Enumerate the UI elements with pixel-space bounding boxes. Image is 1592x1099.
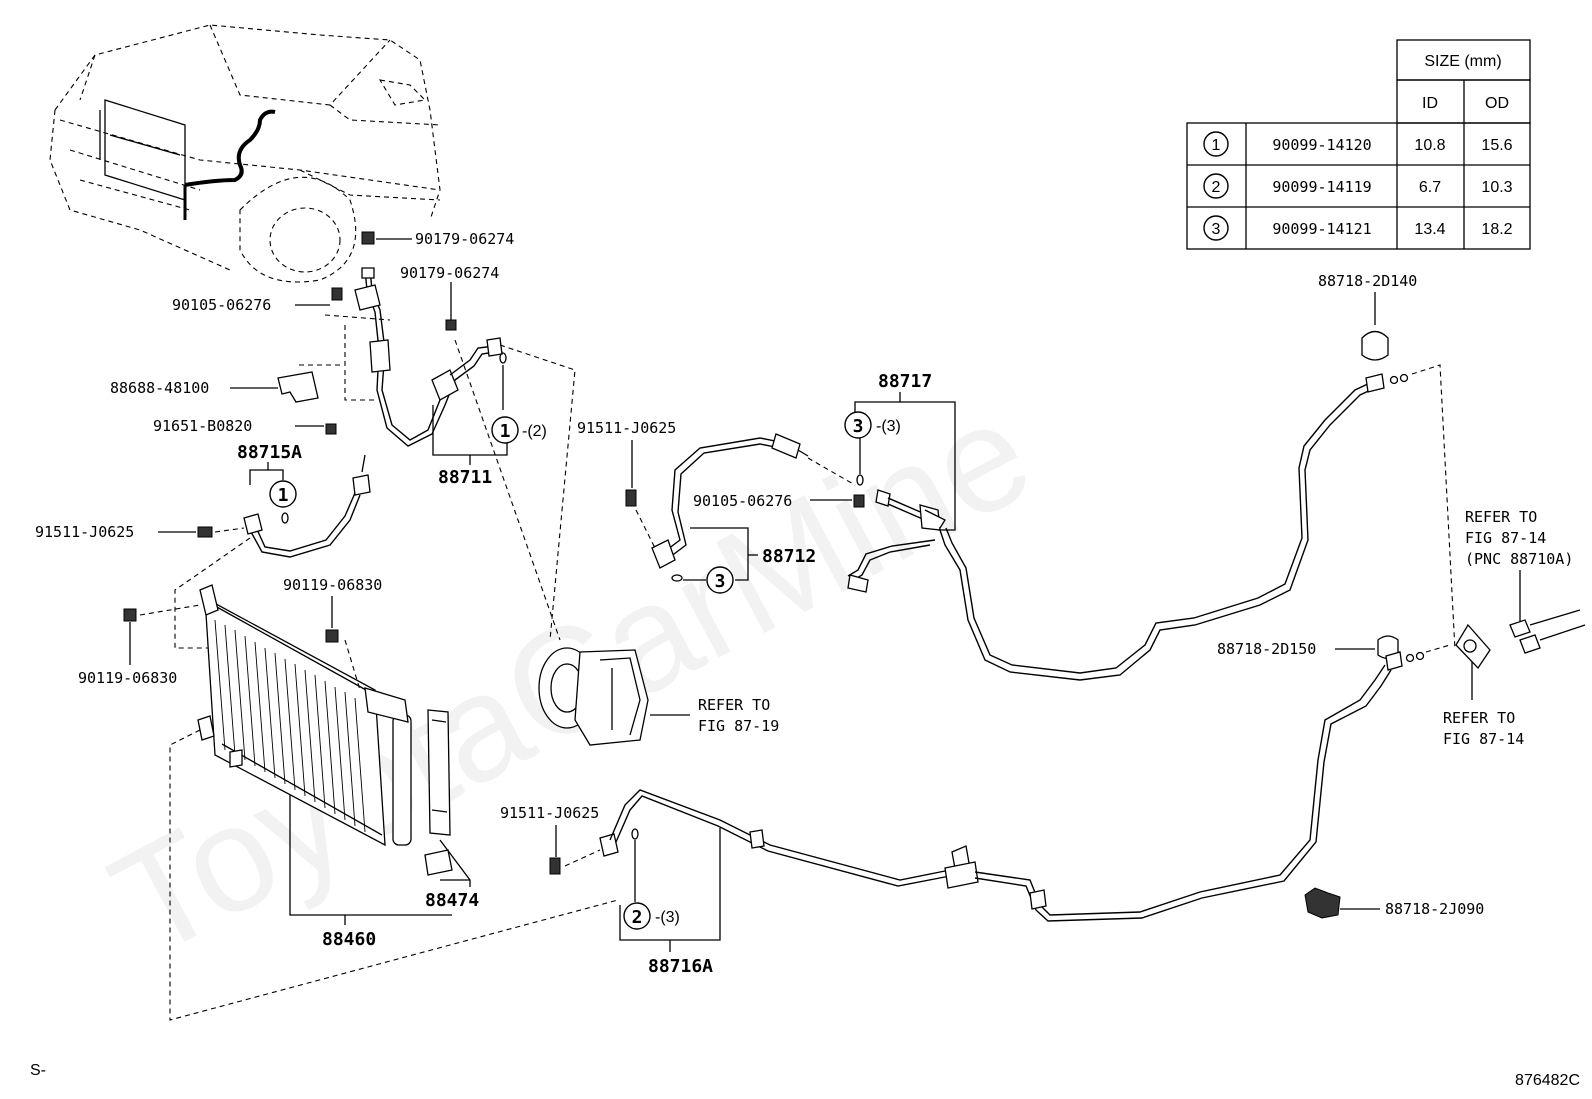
label-91511-j0625-c: 91511-J0625 bbox=[500, 804, 599, 822]
mark-3-88717-icon bbox=[844, 411, 872, 439]
mark-2-88716a-icon bbox=[623, 902, 651, 930]
label-88718-2j090: 88718-2J090 bbox=[1385, 900, 1484, 918]
label-91511-j0625-a: 91511-J0625 bbox=[35, 523, 134, 541]
dryer-plug-icon bbox=[424, 849, 453, 876]
size-row-part: 90099-14121 bbox=[1272, 220, 1371, 238]
size-row-od: 18.2 bbox=[1481, 221, 1512, 238]
label-88718-2d150: 88718-2D150 bbox=[1217, 640, 1316, 658]
label-88460: 88460 bbox=[322, 929, 376, 950]
label-90179-06274-b: 90179-06274 bbox=[400, 264, 499, 282]
clamp-2j090-icon bbox=[1304, 887, 1341, 919]
pipe-88716a-assembly: 91511-J0625 2 -(3) 88716A bbox=[500, 644, 1451, 977]
expansion-valve-assembly: REFER TO FIG 87-14 (PNC 88710A) REFER TO… bbox=[1443, 508, 1586, 748]
block-fitting-icon bbox=[1455, 623, 1491, 670]
cap-2d140-icon bbox=[1361, 330, 1389, 361]
size-table-title: SIZE (mm) bbox=[1424, 53, 1501, 70]
dryer-88474-assembly: 88474 bbox=[424, 709, 479, 911]
label-refer-87-19-b: FIG 87-19 bbox=[698, 717, 779, 735]
mark-3-text: 3 bbox=[715, 571, 726, 592]
dryer-insert-icon bbox=[427, 709, 451, 836]
compressor-assembly: REFER TO FIG 87-19 bbox=[538, 647, 779, 746]
size-table-col-od: OD bbox=[1485, 95, 1509, 112]
label-90179-06274-a: 90179-06274 bbox=[415, 230, 514, 248]
bolt-91511-b-icon bbox=[625, 489, 637, 507]
hose-88715a-assembly: 88715A 1 91511-J0625 bbox=[35, 442, 371, 649]
vehicle-illustration bbox=[49, 24, 441, 283]
label-88712: 88712 bbox=[762, 546, 816, 567]
label-90119-06830-b: 90119-06830 bbox=[283, 576, 382, 594]
size-row-od: 10.3 bbox=[1481, 179, 1512, 196]
bolt-90179-a-icon bbox=[361, 231, 375, 245]
hose-88711-assembly: 90179-06274 90179-06274 90105-06276 1 -(… bbox=[172, 230, 576, 641]
mark-1-88715a-icon bbox=[269, 480, 297, 508]
bracket-88688-assembly: 88688-48100 91651-B0820 bbox=[110, 371, 337, 435]
footer-figure-code: 876482C bbox=[1515, 1072, 1580, 1089]
condenser-88460-assembly: 90119-06830 90119-06830 88460 bbox=[78, 576, 619, 1021]
label-refer-87-14-b: FIG 87-14 bbox=[1465, 529, 1546, 547]
size-mark-1-icon bbox=[1203, 131, 1229, 157]
size-table: SIZE (mm) ID OD 1 90099-14120 10.8 15.6 … bbox=[1186, 39, 1531, 250]
bolt-91511-a-icon bbox=[197, 526, 213, 538]
condenser-icon bbox=[204, 596, 386, 847]
pipe-88717-assembly: 88717 3 -(3) 90105-06276 bbox=[693, 364, 1456, 681]
label-refer-87-14-a: REFER TO bbox=[1465, 508, 1537, 526]
qty-88717: -(3) bbox=[876, 418, 901, 435]
caps-88718: 88718-2D140 88718-2D150 88718-2J090 bbox=[1217, 272, 1484, 919]
size-table-col-id: ID bbox=[1422, 95, 1438, 112]
label-refer-87-14-c: REFER TO bbox=[1443, 709, 1515, 727]
label-88718-2d140: 88718-2D140 bbox=[1318, 272, 1417, 290]
label-refer-87-14-d: FIG 87-14 bbox=[1443, 730, 1524, 748]
mark-1-text: 1 bbox=[500, 421, 511, 442]
bolt-91651-icon bbox=[325, 423, 337, 435]
size-row-mark: 1 bbox=[1212, 137, 1221, 154]
label-88711: 88711 bbox=[438, 467, 492, 488]
label-88717: 88717 bbox=[878, 371, 932, 392]
bolt-90105-a-icon bbox=[331, 287, 343, 301]
label-90105-06276-a: 90105-06276 bbox=[172, 296, 271, 314]
size-row-id: 10.8 bbox=[1414, 137, 1445, 154]
footer-left-code: S- bbox=[30, 1062, 46, 1079]
size-row-mark: 3 bbox=[1212, 221, 1221, 238]
size-row-part: 90099-14119 bbox=[1272, 178, 1371, 196]
bolt-90119-b-icon bbox=[325, 629, 339, 643]
bolt-90119-a-icon bbox=[123, 608, 137, 622]
label-90119-06830-a: 90119-06830 bbox=[78, 669, 177, 687]
label-refer-87-19-a: REFER TO bbox=[698, 696, 770, 714]
size-row-od: 15.6 bbox=[1481, 137, 1512, 154]
mark-1-88711-icon bbox=[491, 416, 519, 444]
label-88716a: 88716A bbox=[648, 956, 713, 977]
label-91511-j0625-b: 91511-J0625 bbox=[577, 419, 676, 437]
mark-1-text: 1 bbox=[278, 485, 289, 506]
mark-3-88712-icon bbox=[706, 566, 734, 594]
label-88715a: 88715A bbox=[237, 442, 302, 463]
bracket-88688-icon bbox=[277, 371, 319, 403]
qty-88716a: -(3) bbox=[655, 909, 680, 926]
bolt-90105-b-icon bbox=[853, 494, 865, 508]
mark-2-text: 2 bbox=[632, 907, 643, 928]
size-row-id: 6.7 bbox=[1419, 179, 1441, 196]
bolt-90179-b-icon bbox=[445, 319, 457, 331]
mark-3-text: 3 bbox=[853, 416, 864, 437]
label-90105-06276-b: 90105-06276 bbox=[693, 492, 792, 510]
bolt-91511-c-icon bbox=[549, 857, 561, 875]
hose-88712-assembly: 91511-J0625 3 88712 bbox=[577, 419, 856, 594]
size-row-mark: 2 bbox=[1212, 179, 1221, 196]
label-refer-pnc: (PNC 88710A) bbox=[1465, 550, 1573, 568]
size-row-part: 90099-14120 bbox=[1272, 136, 1371, 154]
size-mark-3-icon bbox=[1203, 215, 1229, 241]
size-row-id: 13.4 bbox=[1414, 221, 1445, 238]
label-88474: 88474 bbox=[425, 890, 479, 911]
qty-88711: -(2) bbox=[522, 423, 547, 440]
label-88688-48100: 88688-48100 bbox=[110, 379, 209, 397]
label-91651-b0820: 91651-B0820 bbox=[153, 417, 252, 435]
size-mark-2-icon bbox=[1203, 173, 1229, 199]
